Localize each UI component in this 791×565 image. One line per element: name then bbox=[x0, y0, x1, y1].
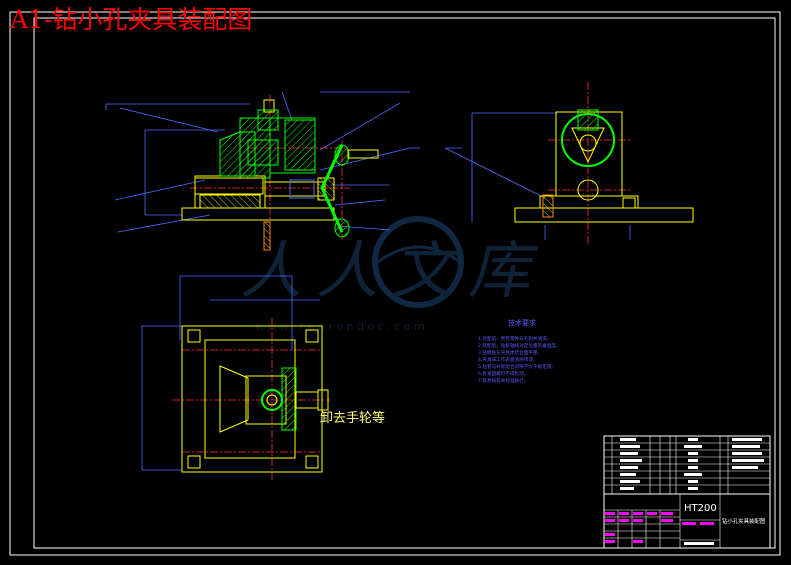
tech-req-line: 3.钻模板与夹具体结合面平整。 bbox=[478, 349, 542, 356]
watermark-logo-circle bbox=[372, 216, 464, 308]
watermark: 人人文库 w w w . r e n r e n d o c . c o m bbox=[240, 216, 544, 333]
tech-req-heading: 技术要求 bbox=[508, 318, 536, 327]
side-view bbox=[444, 82, 694, 246]
tech-req-line: 5.钻套与衬套配合间隙不大于规定值。 bbox=[478, 363, 556, 370]
title-block-material: HT200 bbox=[684, 503, 717, 514]
tech-req-line: 2.装配后，钻套轴线对定位面的垂直度。 bbox=[478, 342, 560, 349]
plan-view-note: 卸去手轮等 bbox=[320, 410, 385, 426]
plan-view bbox=[141, 275, 330, 480]
title-block-drawing-name: 钻小孔夹具装配图 bbox=[722, 517, 765, 525]
title-block: HT200 钻小孔夹具装配图 bbox=[603, 493, 771, 549]
drawing-title: A1-钻小孔夹具装配图 bbox=[9, 5, 252, 34]
front-view-leaders bbox=[105, 91, 420, 233]
tech-req-line: 4.夹具非工作表面涂防锈漆。 bbox=[478, 356, 538, 363]
tech-req-line: 1.装配前，所有零件去毛刺并清洗。 bbox=[478, 335, 551, 342]
watermark-logo-text: 人人文库 bbox=[240, 234, 544, 307]
watermark-url: w w w . r e n r e n d o c . c o m bbox=[255, 320, 425, 333]
tech-requirements: 技术要求 1.装配前，所有零件去毛刺并清洗。 2.装配后，钻套轴线对定位面的垂直… bbox=[478, 318, 560, 384]
parts-list bbox=[603, 435, 771, 495]
tech-req-line: 6.各紧固螺钉不得松动。 bbox=[478, 370, 528, 377]
front-view bbox=[105, 91, 420, 251]
tech-req-line: 7.其余按有关标准执行。 bbox=[478, 377, 528, 384]
